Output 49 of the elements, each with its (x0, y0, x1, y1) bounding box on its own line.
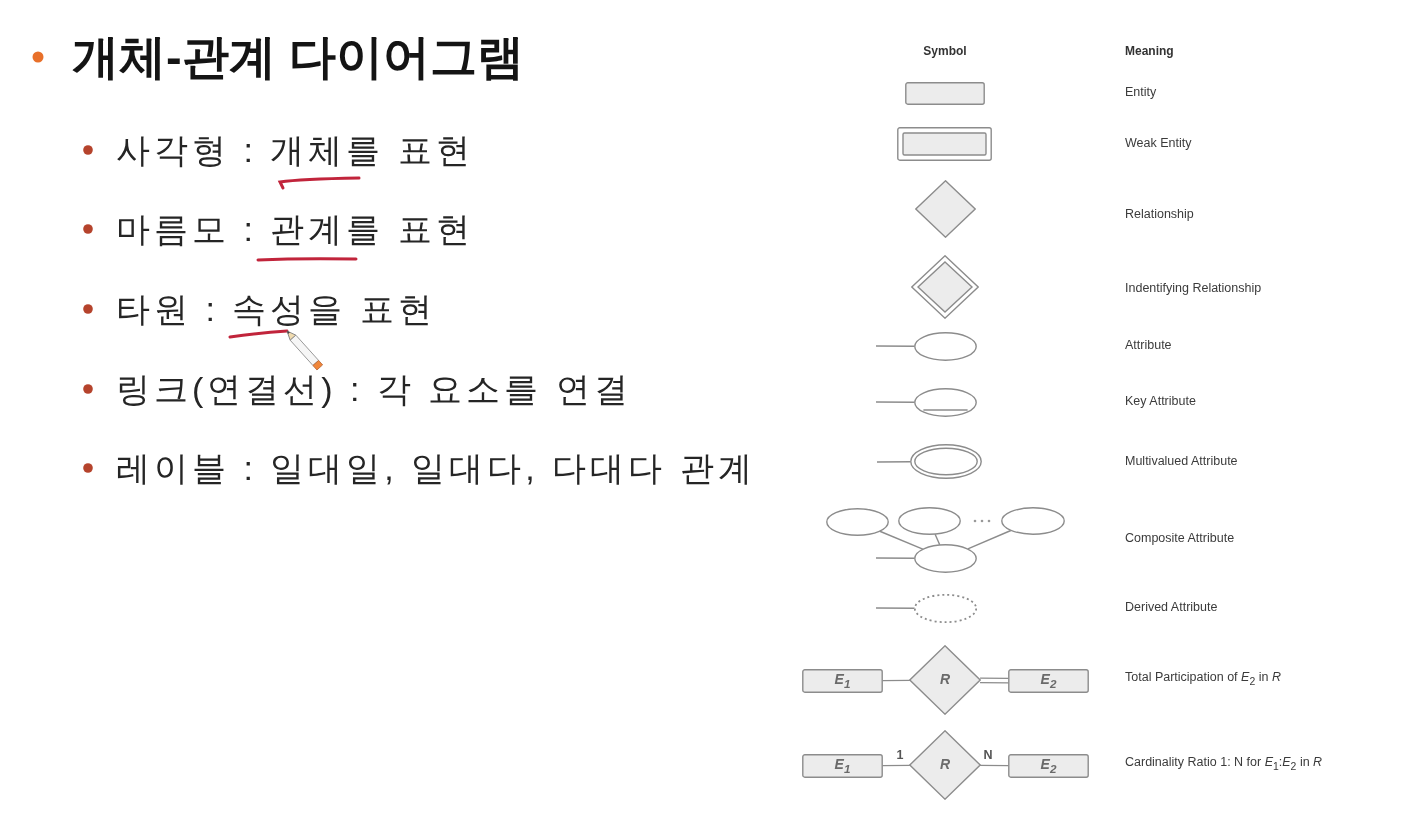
connector-line (876, 461, 912, 463)
entity-name: E$_{1}$ (834, 671, 851, 691)
relationship-diamond (909, 730, 981, 800)
entity-name: E$_{1}$ (834, 756, 851, 776)
meaning-text: Total Participation of E$_{2}$ in R (1125, 670, 1281, 688)
relationship-name: R (939, 672, 951, 688)
relationship-name: R (939, 757, 951, 773)
component-attribute-ellipse (1001, 507, 1065, 535)
list-item-text: 링크(연결선) : 각 요소를 연결 (116, 368, 632, 410)
connector-line (967, 529, 1012, 550)
meaning-text: Composite Attribute (1125, 531, 1235, 547)
meaning-text: Key Attribute (1125, 394, 1196, 410)
meaning-text: Cardinality Ratio 1: N for E$_{1}$:E$_{2}$ in R (1125, 755, 1323, 773)
attribute-ellipse (914, 332, 977, 361)
entity-box (802, 754, 883, 778)
relationship-diamond (915, 180, 976, 238)
identifying-relationship-diamond (911, 255, 979, 319)
column-header: Meaning (1125, 43, 1174, 59)
connector-line (879, 530, 924, 550)
weak-entity-rectangle (897, 127, 992, 161)
entity-box (1008, 669, 1089, 693)
list-item-text: 사각형 : 개체를 표현 (116, 129, 474, 171)
list-item-text: 마름모 : 관계를 표현 (116, 208, 474, 250)
meaning-text: Entity (1125, 85, 1157, 101)
meaning-text: Attribute (1125, 338, 1172, 354)
connector-line (875, 607, 916, 609)
column-header: Symbol (923, 43, 967, 59)
list-item-text: 타원 : 속성을 표현 (116, 288, 436, 330)
entity-box (802, 669, 883, 693)
composite-attribute-ellipse (914, 544, 977, 573)
list-item-text: 레이블 : 일대일, 일대다, 다대다 관계 (116, 447, 756, 489)
connector-line (875, 401, 916, 403)
meaning-text: Multivalued Attribute (1125, 454, 1238, 470)
key-attribute-ellipse (914, 388, 977, 417)
meaning-text: Weak Entity (1125, 136, 1192, 152)
component-attribute-ellipse (826, 508, 889, 536)
slide-title: 개체-관계 다이어그램 (72, 28, 524, 85)
relationship-diamond (909, 645, 981, 715)
entity-box (1008, 754, 1089, 778)
meaning-text: Derived Attribute (1125, 600, 1218, 616)
connector-line (875, 345, 916, 347)
entity-rectangle (905, 82, 985, 105)
meaning-text: Relationship (1125, 207, 1194, 223)
connector-line (875, 557, 916, 559)
meaning-text: Indentifying Relationship (1125, 281, 1262, 297)
multivalued-attribute-ellipse (910, 444, 982, 479)
component-attribute-ellipse (898, 507, 961, 535)
entity-name: E$_{2}$ (1040, 671, 1057, 691)
entity-name: E$_{2}$ (1040, 756, 1057, 776)
